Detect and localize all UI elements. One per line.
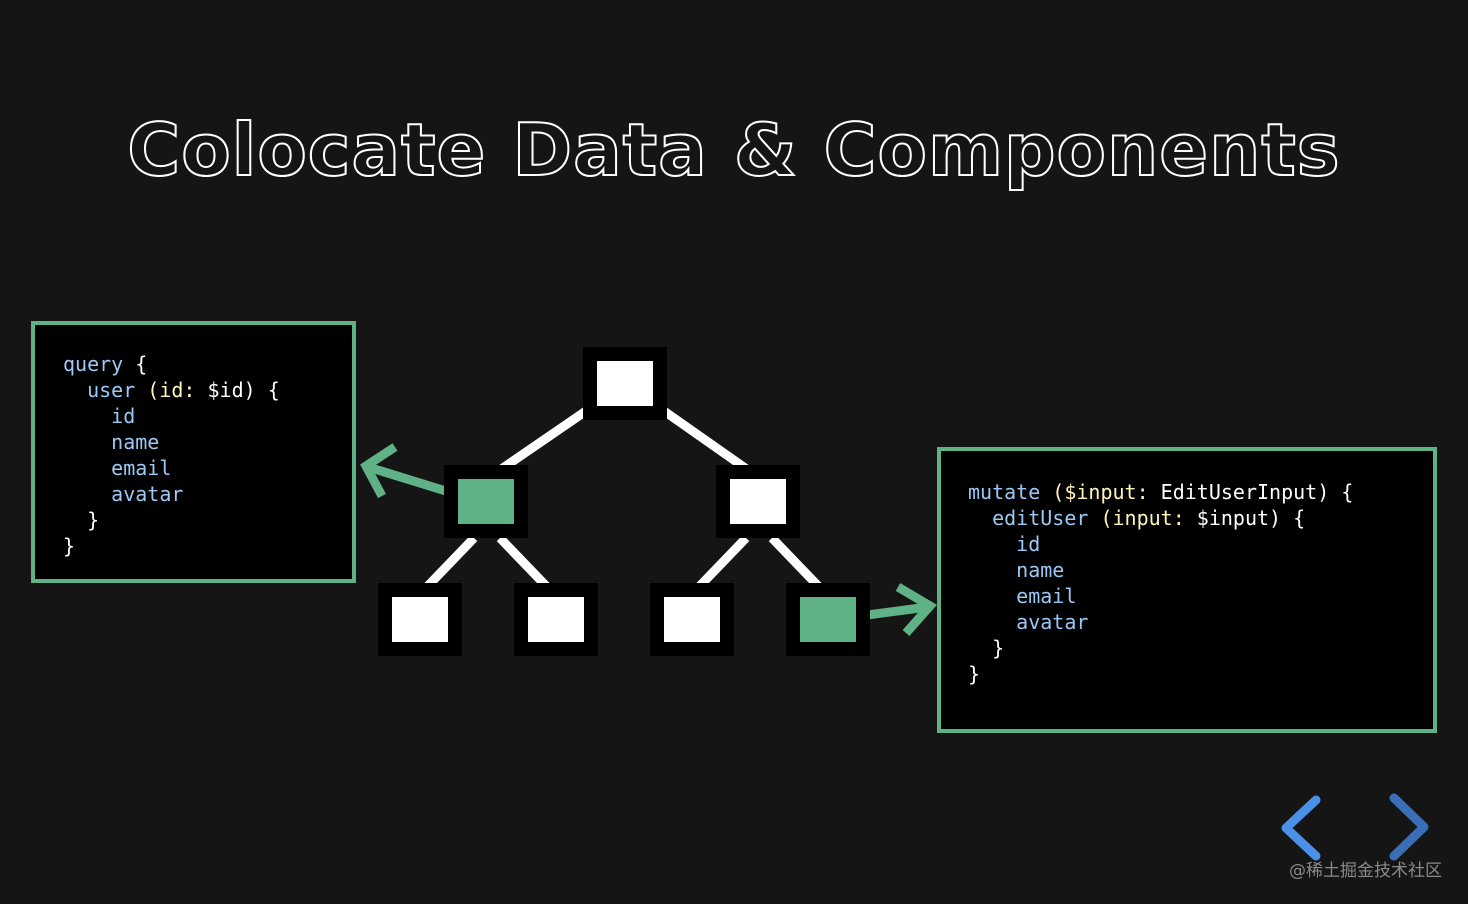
tree-node-root — [583, 347, 667, 420]
mutate-field-email: email — [1016, 584, 1077, 608]
query-keyword: query — [63, 352, 124, 376]
query-code: query { user (id: $id) { id name email a… — [63, 351, 352, 559]
mutate-field-avatar: avatar — [1016, 610, 1089, 634]
arrow-right-head — [895, 583, 937, 636]
tree-node-left-highlighted — [444, 465, 528, 538]
mutate-field-id: id — [1016, 532, 1041, 556]
tree-node-leaf-3 — [650, 583, 734, 656]
user-arg: (id: — [135, 378, 208, 402]
arrow-left-head — [360, 443, 398, 499]
mutate-field-name: name — [1016, 558, 1065, 582]
tree-node-right — [716, 465, 800, 538]
watermark: @稀土掘金技术社区 — [1289, 861, 1442, 881]
edge-left-lr — [496, 534, 554, 594]
slide-title: Colocate Data & Components — [126, 107, 1341, 193]
tree-node-leaf-2 — [514, 583, 598, 656]
mutate-close-outer: } — [968, 662, 981, 686]
edge-root-left — [497, 407, 589, 474]
query-close-inner: } — [87, 508, 100, 532]
query-field-avatar: avatar — [111, 482, 184, 506]
mutate-code-box: mutate ($input: EditUserInput) { editUse… — [937, 447, 1437, 733]
tree-node-leaf-4-highlighted — [786, 583, 870, 656]
tree-node-leaf-1 — [378, 583, 462, 656]
edge-left-ll — [420, 534, 478, 594]
user-arg-value: $id) { — [207, 378, 280, 402]
query-open-brace: { — [123, 352, 148, 376]
edge-root-right — [661, 407, 751, 474]
query-close-outer: } — [63, 534, 76, 558]
chevron-right-icon[interactable] — [1389, 793, 1429, 861]
edge-right-rl — [692, 534, 750, 594]
query-field-id: id — [111, 404, 136, 428]
query-field-name: name — [111, 430, 160, 454]
mutate-arg: ($input: — [1040, 480, 1161, 504]
mutate-arg-type: EditUserInput) { — [1160, 480, 1354, 504]
query-code-box: query { user (id: $id) { id name email a… — [31, 321, 356, 583]
mutate-code: mutate ($input: EditUserInput) { editUse… — [968, 479, 1433, 687]
edituser-arg-value: $input) { — [1196, 506, 1306, 530]
edge-right-rr — [768, 534, 826, 594]
tree-edges — [420, 407, 826, 594]
user-field: user — [87, 378, 136, 402]
query-field-email: email — [111, 456, 172, 480]
edituser-field: editUser — [992, 506, 1089, 530]
mutate-keyword: mutate — [968, 480, 1041, 504]
edituser-arg: (input: — [1088, 506, 1197, 530]
chevron-left-icon[interactable] — [1281, 795, 1321, 861]
mutate-close-inner: } — [992, 636, 1005, 660]
